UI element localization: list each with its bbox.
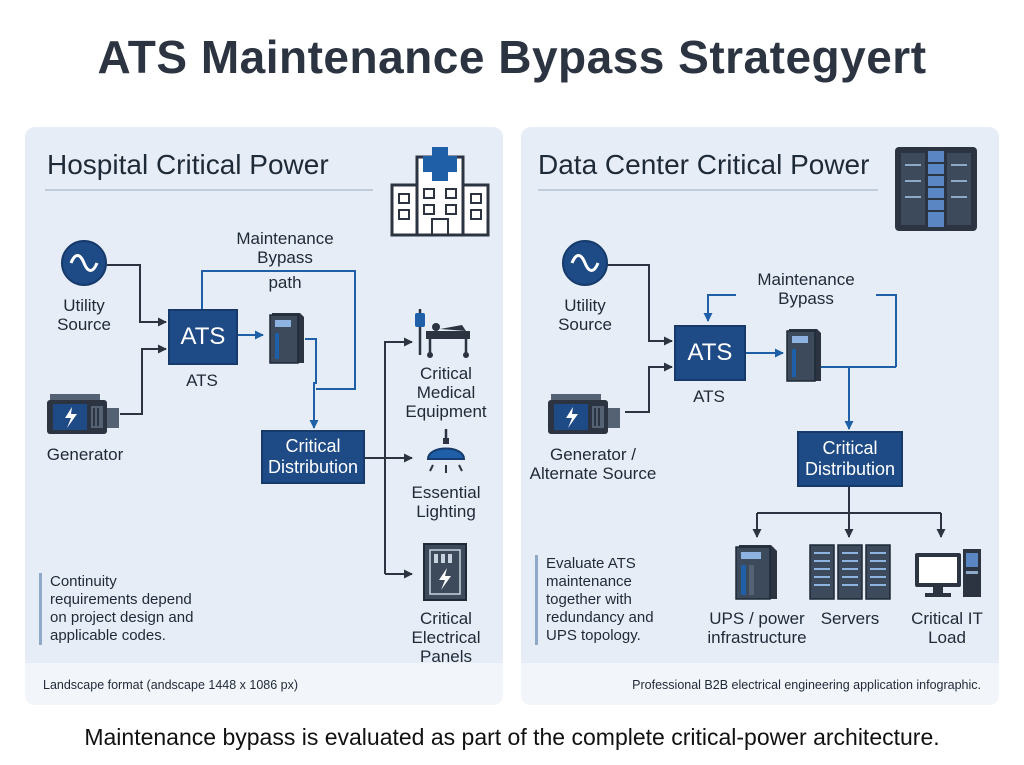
datacenter-footer-text: Professional B2B electrical engineering … (632, 678, 981, 692)
hospital-panel-title: Hospital Critical Power (47, 149, 329, 180)
electrical-panel-icon (423, 543, 467, 601)
pendant-lamp-icon (426, 429, 466, 473)
ups-unit-icon (735, 545, 777, 600)
datacenter-footer-strip (521, 663, 999, 705)
ats-label: ATS (186, 371, 218, 390)
hospital-footer-strip (25, 663, 503, 705)
page-title: ATS Maintenance Bypass Strategyert (97, 31, 927, 83)
ac-source-icon (562, 240, 608, 286)
generator-icon (548, 394, 620, 434)
ats-box: ATS (674, 325, 746, 381)
bypass-path-label: Maintenance Bypass path (236, 229, 334, 292)
server-rack-icon (895, 147, 977, 231)
datacenter-title-rule (538, 189, 878, 191)
ups-cabinet-icon (269, 313, 304, 364)
ups-cabinet-icon (786, 329, 821, 382)
ats-box: ATS (168, 309, 238, 365)
datacenter-panel-title: Data Center Critical Power (538, 149, 870, 180)
servers-label: Servers (820, 609, 880, 628)
workstation-icon (915, 549, 981, 597)
generator-label: Generator (46, 445, 124, 464)
generator-icon (47, 394, 119, 434)
hospital-footer-text: Landscape format (andscape 1448 x 1086 p… (43, 678, 299, 692)
generator-label: Generator /Alternate Source (529, 445, 657, 483)
servers-icon (809, 544, 891, 600)
hospital-bed-icon (415, 309, 470, 358)
hospital-wiring (107, 264, 413, 579)
bottom-caption: Maintenance bypass is evaluated as part … (84, 724, 940, 750)
hospital-title-rule (45, 189, 373, 191)
ats-label: ATS (693, 387, 725, 406)
datacenter-panel: Data Center Critical Power (521, 127, 999, 705)
hospital-panel: Hospital Critical Power (25, 127, 503, 705)
hospital-building-icon (390, 147, 490, 237)
ac-source-icon (61, 240, 107, 286)
